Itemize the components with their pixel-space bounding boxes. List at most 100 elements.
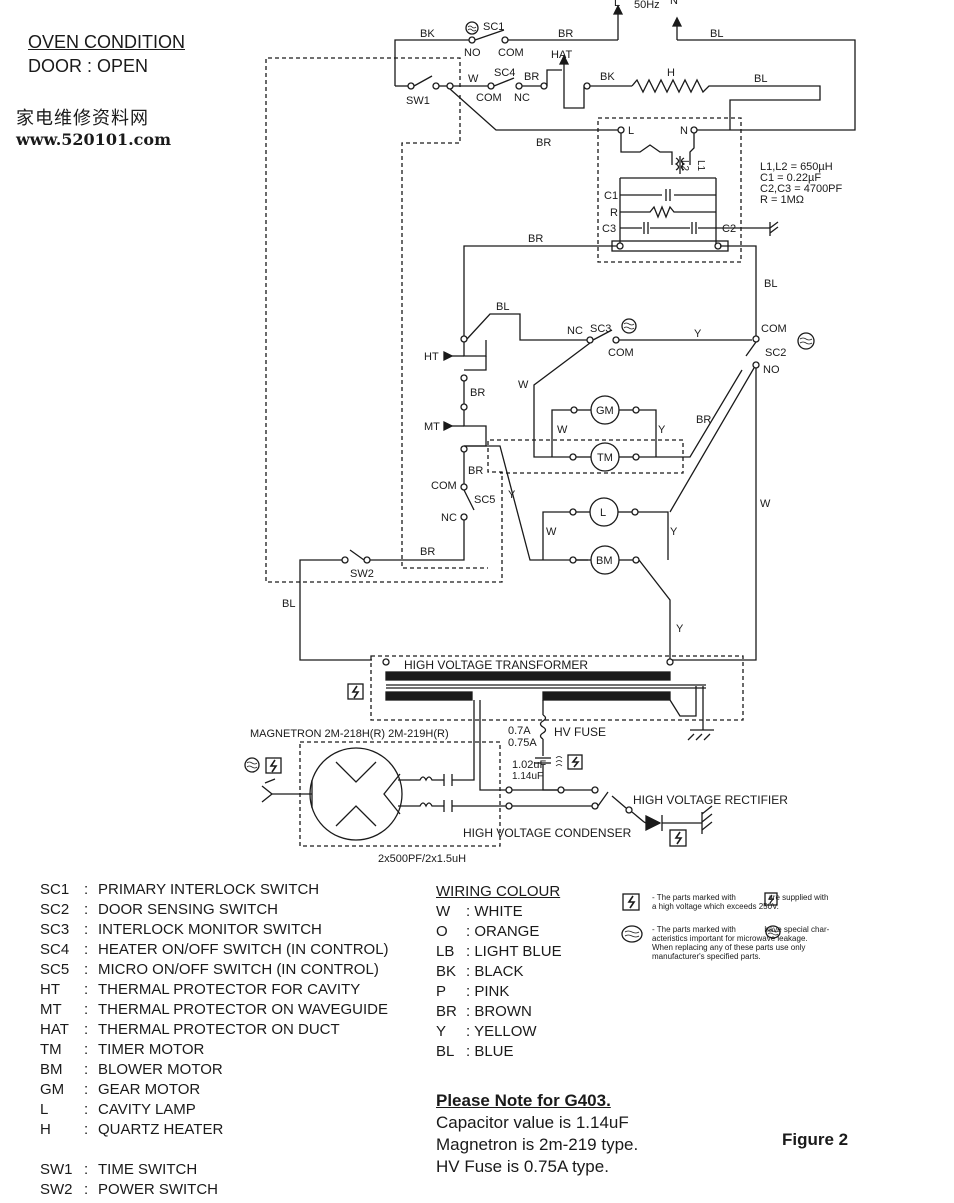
gm-label: GM — [596, 405, 614, 417]
sc5-com: COM — [431, 480, 457, 492]
hv-transformer-label: HIGH VOLTAGE TRANSFORMER — [404, 658, 588, 672]
supply-freq-label: 50Hz — [634, 0, 660, 11]
legend-item: SC1:PRIMARY INTERLOCK SWITCH — [40, 881, 320, 898]
svg-text:C1 = 0.22µF: C1 = 0.22µF — [760, 172, 821, 184]
wire-br-mt: BR — [470, 387, 485, 399]
hv-fuse — [539, 714, 547, 740]
sw2-label: SW2 — [350, 568, 374, 580]
symbol-notes: - The parts marked with are supplied wit… — [622, 893, 882, 961]
legend-item: SC2:DOOR SENSING SWITCH — [40, 901, 279, 918]
sc3-nc: NC — [567, 325, 583, 337]
legend-item: SC5:MICRO ON/OFF SWITCH (IN CONTROL) — [40, 961, 379, 978]
parts-legend: SC1:PRIMARY INTERLOCK SWITCH SC2:DOOR SE… — [40, 880, 389, 1200]
wire-br-ht: BR — [528, 233, 543, 245]
wire-br-sc5: BR — [468, 465, 483, 477]
sc1-com: COM — [498, 47, 524, 59]
legend-item: HT:THERMAL PROTECTOR FOR CAVITY — [40, 981, 361, 998]
svg-text:R = 1MΩ: R = 1MΩ — [760, 194, 804, 206]
wiring-colour-legend: WIRING COLOUR W: WHITE O: ORANGE LB: LIG… — [436, 882, 562, 1062]
sc4-label: SC4 — [494, 67, 515, 79]
watermark-url: www.520101.com — [16, 130, 171, 149]
svg-text:C2,C3 = 4700PF: C2,C3 = 4700PF — [760, 183, 843, 195]
legend-item: L:CAVITY LAMP — [40, 1101, 196, 1118]
wire-bl-sc2: BL — [764, 278, 777, 290]
sc2-com: COM — [761, 323, 787, 335]
filter-r: R — [610, 207, 618, 219]
g403-note-line: HV Fuse is 0.75A type. — [436, 1157, 609, 1176]
wire-w-sc2: W — [760, 498, 771, 510]
cap-value-1: 1.02uF — [512, 759, 547, 771]
supply-l-label: L — [614, 0, 620, 9]
high-voltage-icon — [622, 893, 640, 911]
wiring-item: BL: BLUE — [436, 1043, 514, 1060]
legend-item: SW1:TIME SWITCH — [40, 1161, 198, 1178]
heater-label: H — [667, 67, 675, 79]
wire-y-bm: Y — [508, 489, 516, 501]
choke-label: 2x500PF/2x1.5uH — [378, 853, 466, 865]
filter-inductors — [674, 157, 686, 171]
figure-label: Figure 2 — [782, 1130, 849, 1149]
fuse-rating-1: 0.7A — [508, 725, 531, 737]
lamp-label: L — [600, 507, 606, 519]
legend-item: TM:TIMER MOTOR — [40, 1041, 205, 1058]
wiring-item: O: ORANGE — [436, 923, 540, 940]
wire-br-sw2: BR — [420, 546, 435, 558]
hat-label: HAT — [551, 49, 572, 61]
legend-item: HAT:THERMAL PROTECTOR ON DUCT — [40, 1021, 340, 1038]
g403-note-title: Please Note for G403. — [436, 1091, 611, 1110]
microwave-symbol-sc1 — [465, 21, 479, 35]
filter-n-label: N — [680, 125, 688, 137]
wiring-item: P: PINK — [436, 983, 510, 1000]
wiring-item: BR: BROWN — [436, 1003, 532, 1020]
filter-l-label: L — [628, 125, 634, 137]
sc1-label: SC1 — [483, 21, 504, 33]
dashed-boundaries — [265, 57, 744, 847]
sc1-no: NO — [464, 47, 481, 59]
magnetron — [309, 747, 403, 841]
wire-y-sc3: Y — [694, 328, 702, 340]
wire-br-filter: BR — [536, 137, 551, 149]
mw-note: - The parts marked with have special cha… — [652, 925, 830, 961]
microwave-leakage-icon — [621, 925, 643, 943]
wiring-item: BK: BLACK — [436, 963, 524, 980]
legend-item: BM:BLOWER MOTOR — [40, 1061, 223, 1078]
legend-item: GM:GEAR MOTOR — [40, 1081, 201, 1098]
wire-bk-top: BK — [420, 28, 435, 40]
g403-note-line: Capacitor value is 1.14uF — [436, 1113, 629, 1132]
wire-bl-n: BL — [710, 28, 723, 40]
legend-item: SW2:POWER SWITCH — [40, 1181, 218, 1198]
sc4-com: COM — [476, 92, 502, 104]
legend-item: H:QUARTZ HEATER — [40, 1121, 224, 1138]
wire-y-gm: Y — [658, 424, 666, 436]
wire-bl-sc3: BL — [496, 301, 509, 313]
wire-w-sw1: W — [468, 73, 479, 85]
filter-c3: C3 — [602, 223, 616, 235]
wire-w-gm: W — [557, 424, 568, 436]
legend-item: SC3:INTERLOCK MONITOR SWITCH — [40, 921, 322, 938]
sc5-nc: NC — [441, 512, 457, 524]
watermark-chinese: 家电维修资料网 — [16, 108, 149, 129]
supply-n-label: N — [670, 0, 678, 7]
wire-bl-heater: BL — [754, 73, 767, 85]
g403-note: Please Note for G403. Capacitor value is… — [436, 1090, 638, 1178]
wire-bk-heater: BK — [600, 71, 615, 83]
wiring-colour-title: WIRING COLOUR — [436, 883, 561, 900]
hv-note: - The parts marked with are supplied wit… — [652, 893, 829, 911]
filter-spec: L1,L2 = 650µH C1 = 0.22µF C2,C3 = 4700PF… — [760, 161, 843, 206]
filter-c1: C1 — [604, 190, 618, 202]
wire-bl-sw2: BL — [282, 598, 295, 610]
wire-y-transformer: Y — [676, 623, 684, 635]
g403-note-line: Magnetron is 2m-219 type. — [436, 1135, 639, 1154]
wiring-item: W: WHITE — [436, 903, 523, 920]
microwave-symbol-sc3 — [621, 318, 637, 334]
sc2-no: NO — [763, 364, 780, 376]
hv-condenser-label: HIGH VOLTAGE CONDENSER — [463, 826, 632, 840]
cap-value-2: 1.14uF — [512, 771, 543, 782]
sc3-label: SC3 — [590, 323, 611, 335]
quartz-heater — [631, 78, 821, 130]
hv-rectifier-label: HIGH VOLTAGE RECTIFIER — [633, 793, 788, 807]
hv-fuse-label: HV FUSE — [554, 725, 606, 739]
bm-label: BM — [596, 555, 613, 567]
wire-br-sc1: BR — [558, 28, 573, 40]
